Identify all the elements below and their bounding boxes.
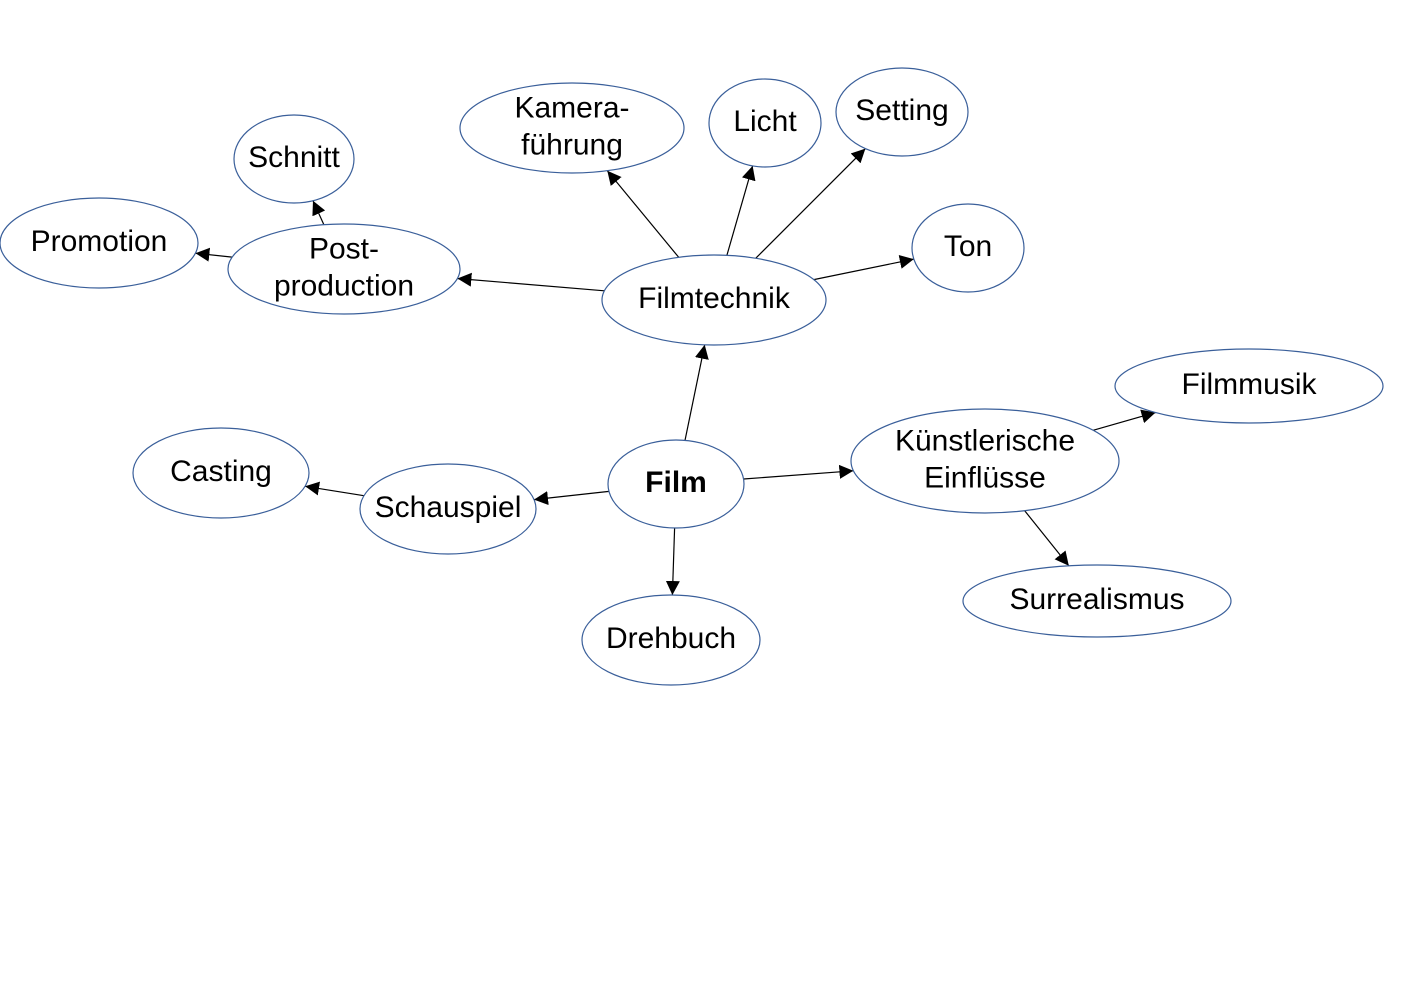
node-label: Setting xyxy=(855,94,948,127)
arrow-kuenstlerische-to-filmmusik xyxy=(1092,409,1156,431)
arrow-schauspiel-to-casting xyxy=(305,481,364,497)
arrow-filmtechnik-to-licht xyxy=(726,165,756,256)
node-ellipse xyxy=(359,463,537,555)
node-label: Schnitt xyxy=(248,141,340,174)
nodes-layer: FilmFilmtechnikPost-productionPromotionS… xyxy=(0,67,1384,686)
node-label: Casting xyxy=(170,455,272,488)
node-ellipse xyxy=(911,203,1025,293)
arrow-line xyxy=(305,481,364,497)
arrow-film-to-schauspiel xyxy=(533,490,610,506)
arrow-postproduction-to-promotion xyxy=(195,247,233,262)
node-licht: Licht xyxy=(708,78,822,168)
node-setting: Setting xyxy=(835,67,969,157)
node-ellipse xyxy=(581,594,761,686)
arrow-line xyxy=(665,527,680,596)
arrow-line xyxy=(726,165,756,256)
arrow-line xyxy=(606,170,680,258)
node-ellipse xyxy=(708,78,822,168)
node-film: Film xyxy=(607,439,745,529)
arrow-line xyxy=(533,490,610,506)
node-promotion: Promotion xyxy=(0,197,199,289)
node-ellipse xyxy=(0,197,199,289)
node-ton: Ton xyxy=(911,203,1025,293)
node-ellipse xyxy=(132,427,310,519)
arrow-filmtechnik-to-postproduction xyxy=(457,272,605,292)
arrow-film-to-drehbuch xyxy=(665,527,680,596)
node-label: production xyxy=(274,269,414,302)
arrow-line xyxy=(312,200,326,225)
node-label: Licht xyxy=(733,105,797,138)
node-label: Künstlerische xyxy=(895,424,1075,457)
arrow-line xyxy=(743,464,854,480)
node-surrealismus: Surrealismus xyxy=(962,564,1232,638)
node-ellipse xyxy=(607,439,745,529)
node-postproduction: Post-production xyxy=(227,223,461,315)
arrow-postproduction-to-schnitt xyxy=(312,200,326,225)
node-label: Post- xyxy=(309,232,379,265)
arrow-line xyxy=(755,148,866,259)
arrow-filmtechnik-to-ton xyxy=(813,255,914,281)
arrow-line xyxy=(1092,409,1156,431)
node-label: Surrealismus xyxy=(1009,583,1184,616)
node-ellipse xyxy=(459,82,685,174)
node-label: Promotion xyxy=(31,225,168,258)
node-label: führung xyxy=(521,128,623,161)
node-filmtechnik: Filmtechnik xyxy=(601,254,827,346)
arrow-kuenstlerische-to-surrealismus xyxy=(1024,510,1070,567)
node-schnitt: Schnitt xyxy=(233,114,355,204)
arrow-line xyxy=(813,255,914,281)
node-label: Kamera- xyxy=(514,91,629,124)
node-ellipse xyxy=(962,564,1232,638)
node-label: Einflüsse xyxy=(924,461,1046,494)
node-drehbuch: Drehbuch xyxy=(581,594,761,686)
edges-layer xyxy=(195,148,1156,596)
node-ellipse xyxy=(601,254,827,346)
node-ellipse xyxy=(850,408,1120,514)
arrow-film-to-kuenstlerische xyxy=(743,464,854,480)
node-label: Film xyxy=(645,466,707,499)
arrow-line xyxy=(195,247,233,262)
node-kamerafuehrung: Kamera-führung xyxy=(459,82,685,174)
node-filmmusik: Filmmusik xyxy=(1114,348,1384,424)
arrow-filmtechnik-to-kamerafuehrung xyxy=(606,170,680,258)
node-label: Drehbuch xyxy=(606,622,736,655)
arrow-line xyxy=(684,344,709,441)
arrow-line xyxy=(457,272,605,292)
node-label: Filmmusik xyxy=(1182,368,1318,401)
arrow-film-to-filmtechnik xyxy=(684,344,709,441)
node-ellipse xyxy=(233,114,355,204)
node-ellipse xyxy=(1114,348,1384,424)
node-schauspiel: Schauspiel xyxy=(359,463,537,555)
node-casting: Casting xyxy=(132,427,310,519)
node-ellipse xyxy=(227,223,461,315)
arrow-line xyxy=(1024,510,1070,567)
arrow-filmtechnik-to-setting xyxy=(755,148,866,259)
node-label: Filmtechnik xyxy=(638,282,791,315)
node-label: Schauspiel xyxy=(375,491,522,524)
node-ellipse xyxy=(835,67,969,157)
node-label: Ton xyxy=(944,230,992,263)
